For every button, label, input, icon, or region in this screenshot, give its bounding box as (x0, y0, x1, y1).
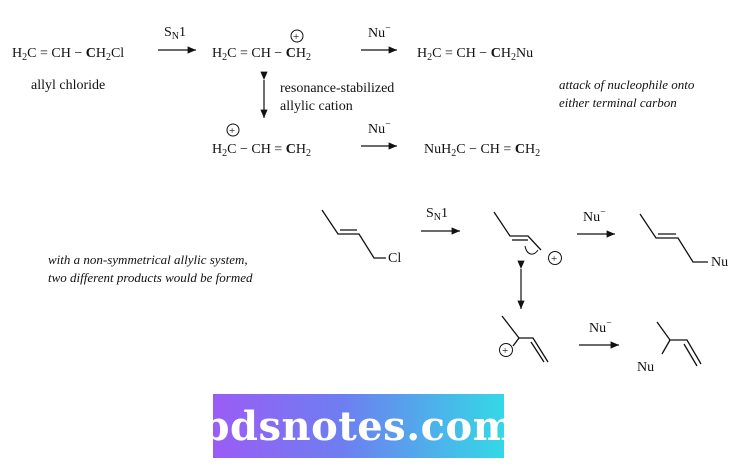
svg-text:Nu−: Nu− (368, 119, 391, 137)
crotyl-chloride-skeletal (321, 209, 386, 259)
allyl-chloride-formula: H2C = CH − CH2Cl (12, 46, 124, 63)
crotyl-cation-skeletal-1 (493, 211, 542, 255)
allyl-cation-formula-1: H2C = CH − CH2 + (212, 29, 311, 63)
svg-text:+: + (229, 125, 235, 137)
svg-text:H2C = CH − CH2: H2C = CH − CH2 (212, 46, 311, 63)
svg-text:Nu−: Nu− (589, 318, 612, 336)
svg-text:H2C = CH − CH2Cl: H2C = CH − CH2Cl (12, 46, 124, 63)
nu-arrow-2: Nu− (361, 119, 397, 150)
sn1-arrow-lower: SN1 (421, 206, 460, 235)
nu-arrow-1: Nu− (361, 23, 397, 54)
product-4-skeletal (656, 321, 702, 367)
resonance-label-2: allylic cation (280, 99, 353, 114)
svg-text:+: + (502, 345, 508, 357)
nucleophile-atom-2: Nu (637, 360, 654, 375)
svg-text:SN1: SN1 (164, 25, 186, 42)
watermark-label: bdsnotes.com (201, 402, 516, 450)
product-2-formula: NuH2C − CH = CH2 (424, 142, 540, 159)
product-1-formula: H2C = CH − CH2Nu (417, 46, 533, 63)
svg-text:+: + (293, 31, 299, 43)
nonsym-label-1: with a non-symmetrical allylic system, (48, 252, 248, 267)
nucleophile-atom-1: Nu (711, 255, 728, 270)
nu-arrow-3: Nu− (577, 207, 615, 238)
svg-text:Nu−: Nu− (368, 23, 391, 41)
nonsym-label-2: two different products would be formed (48, 270, 253, 285)
svg-text:H2C = CH − CH2Nu: H2C = CH − CH2Nu (417, 46, 533, 63)
product-3-skeletal (639, 213, 708, 263)
nu-arrow-4: Nu− (579, 318, 619, 349)
sn1-arrow: SN1 (158, 25, 196, 54)
cation-charge-2: + (499, 343, 513, 357)
svg-text:+: + (551, 253, 557, 265)
crotyl-cation-skeletal-2 (501, 315, 549, 363)
allyl-cation-formula-2: + H2C − CH = CH2 (212, 123, 311, 159)
cation-charge-1: + (548, 251, 562, 265)
resonance-label-1: resonance-stabilized (280, 81, 394, 96)
chloride-atom: Cl (388, 251, 401, 266)
attack-label-1: attack of nucleophile onto (559, 77, 695, 92)
allyl-chloride-label: allyl chloride (31, 78, 105, 93)
svg-text:H2C − CH = CH2: H2C − CH = CH2 (212, 142, 311, 159)
svg-text:SN1: SN1 (426, 206, 448, 223)
svg-text:NuH2C − CH = CH2: NuH2C − CH = CH2 (424, 142, 540, 159)
attack-label-2: either terminal carbon (559, 95, 677, 110)
svg-text:Nu−: Nu− (583, 207, 606, 225)
site-watermark: bdsnotes.com (202, 394, 515, 458)
